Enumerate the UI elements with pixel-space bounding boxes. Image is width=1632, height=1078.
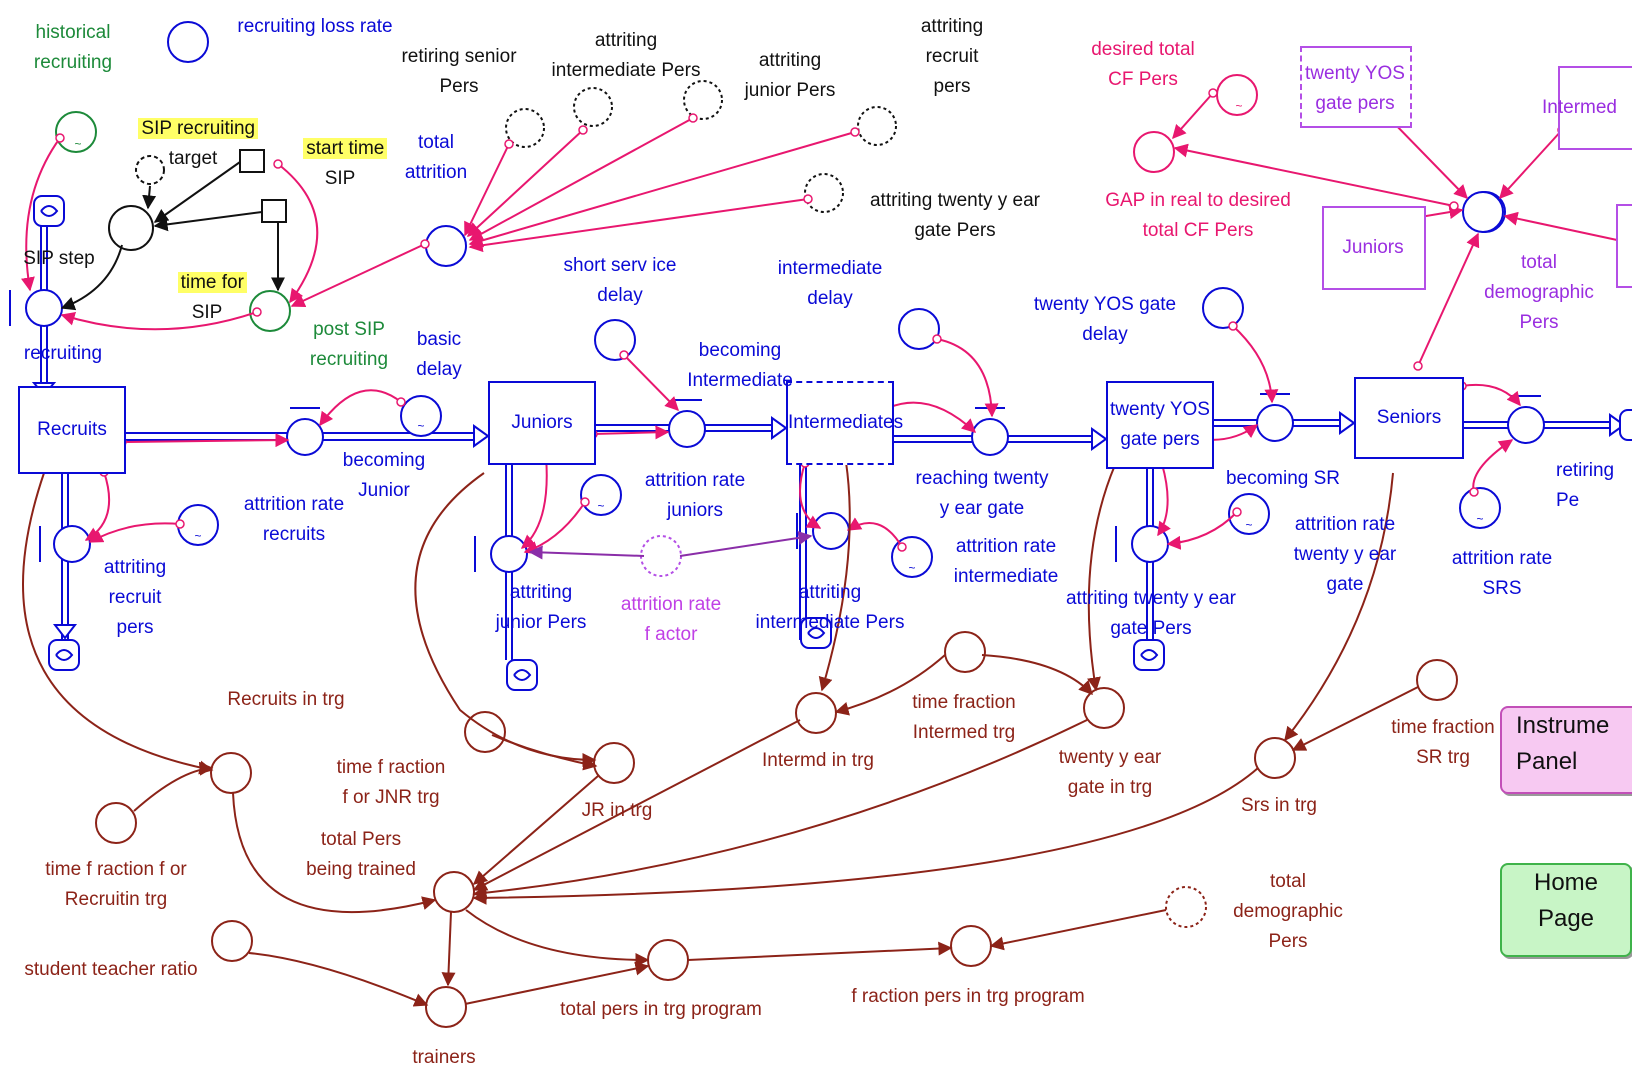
svg-text:~: ~ — [74, 137, 81, 151]
label-start-time-sip-line2: SIP — [324, 168, 356, 189]
label-attriting-intermediate-pers: attriting intermediate Pers — [755, 582, 905, 633]
training-auxiliaries — [95, 631, 1458, 1028]
label-retiring-pers: retiring Pe — [1556, 460, 1615, 511]
svg-text:~: ~ — [1235, 99, 1242, 113]
instrument-panel-button[interactable]: Instrume Panel — [1500, 706, 1632, 794]
pink-connectors — [21, 92, 1618, 555]
label-recruiting-loss-rate: recruiting loss rate — [237, 16, 393, 37]
svg-text:~: ~ — [908, 561, 915, 575]
label-shadow-juniors: Juniors — [1342, 237, 1404, 258]
source-sink-clouds — [33, 195, 1632, 691]
stock-recruits[interactable]: Recruits — [18, 386, 126, 474]
stock-twenty-yos-gate-pers-label: twenty YOS gate pers — [1110, 399, 1210, 450]
shadow-circles — [505, 80, 1207, 928]
label-time-fraction-intermed-trg: time fraction Intermed trg — [912, 692, 1016, 743]
label-sip-recruiting-target-line2: target — [168, 148, 218, 169]
brown-connectors — [22, 461, 1419, 1007]
label-total-demographic-pers-bottom: total demographic Pers — [1233, 871, 1343, 952]
label-total-pers-being-trained: total Pers being trained — [306, 829, 416, 880]
label-sip-recruiting-target: SIP recruiting target — [118, 84, 268, 174]
stock-intermediates[interactable]: Intermediates — [786, 381, 904, 465]
label-total-pers-in-trg-program: total pers in trg program — [560, 999, 762, 1020]
label-shadow-intermediates: Intermed — [1542, 97, 1617, 118]
label-attriting-twenty-year-gate-pers-top: attriting twenty y ear gate Pers — [869, 190, 1041, 241]
shadow-juniors[interactable] — [1322, 206, 1426, 290]
stock-juniors-label: Juniors — [511, 412, 573, 433]
label-short-service-delay: short serv ice delay — [563, 255, 677, 306]
label-attriting-recruit-pers: attriting recruit pers — [103, 557, 167, 638]
label-becoming-intermediate: becoming Intermediate — [687, 340, 793, 391]
label-becoming-sr: becoming SR — [1225, 468, 1341, 489]
svg-text:~: ~ — [1476, 512, 1483, 526]
stock-recruits-label: Recruits — [37, 419, 107, 440]
label-recruits-in-trg: Recruits in trg — [227, 689, 345, 710]
label-attrition-rate-recruits: attrition rate recruits — [243, 494, 345, 545]
label-twenty-year-gate-in-trg: twenty y ear gate in trg — [1058, 747, 1162, 798]
label-gap-in-real: GAP in real to desired total CF Pers — [1105, 190, 1291, 241]
label-jr-in-trg: JR in trg — [581, 800, 653, 821]
other-auxiliaries: ~ ~ — [55, 74, 1504, 332]
label-attriting-junior-pers-top: attriting junior Pers — [744, 50, 836, 101]
label-time-fraction-for-recruitin-trg: time f raction f or Recruitin trg — [45, 859, 187, 910]
label-attrition-rate-intermediate: attrition rate intermediate — [953, 536, 1059, 587]
label-time-fraction-sr-trg: time fraction SR trg — [1391, 717, 1495, 768]
stock-seniors[interactable]: Seniors — [1354, 377, 1464, 459]
label-attrition-rate-srs: attrition rate SRS — [1451, 548, 1553, 599]
shadow-twenty-yos-gate-pers[interactable] — [1300, 46, 1412, 128]
label-srs-in-trg: Srs in trg — [1240, 795, 1318, 816]
stock-twenty-yos-gate-pers[interactable]: twenty YOS gate pers — [1106, 381, 1214, 469]
label-attriting-twenty-year-gate-pers: attriting twenty y ear gate Pers — [1065, 588, 1237, 639]
label-attrition-rate-juniors: attrition rate juniors — [644, 470, 746, 521]
label-historical-recruiting: historical recruiting — [33, 22, 113, 73]
label-attriting-intermediate-pers-top: attriting intermediate Pers — [551, 30, 701, 81]
label-total-attrition: total attrition — [404, 132, 468, 183]
label-reaching-twenty-year-gate: reaching twenty y ear gate — [915, 468, 1049, 519]
stock-juniors[interactable]: Juniors — [488, 381, 596, 465]
label-twenty-yos-gate-delay: twenty YOS gate delay — [1033, 294, 1177, 345]
label-attrition-rate-factor: attrition rate f actor — [620, 594, 722, 645]
label-retiring-senior-pers: retiring senior Pers — [401, 46, 517, 97]
label-student-teacher-ratio: student teacher ratio — [24, 959, 198, 980]
label-start-time-sip-line1: start time — [303, 138, 388, 159]
label-time-for-sip-line2: SIP — [191, 302, 223, 323]
label-basic-delay: basic delay — [416, 329, 462, 380]
label-sip-step: SIP step — [23, 248, 95, 269]
label-time-for-sip-line1: time for — [177, 272, 247, 293]
shadow-right-edge — [1616, 204, 1632, 288]
label-attriting-recruit-pers-top: attriting recruit pers — [920, 16, 984, 97]
stock-seniors-label: Seniors — [1376, 407, 1442, 428]
label-becoming-junior: becoming Junior — [342, 450, 426, 501]
label-fraction-pers-in-trg-program: f raction pers in trg program — [851, 986, 1085, 1007]
label-time-fraction-for-jnr-trg: time f raction f or JNR trg — [336, 757, 446, 808]
label-post-sip-recruiting: post SIP recruiting — [309, 319, 389, 370]
label-attrition-rate-twenty-year-gate: attrition rate twenty y ear gate — [1293, 514, 1397, 595]
svg-text:~: ~ — [417, 419, 424, 433]
black-connectors — [60, 161, 285, 311]
shadow-intermediates[interactable] — [1558, 66, 1632, 150]
label-intermd-in-trg: Intermd in trg — [762, 750, 874, 771]
label-total-demographic-pers-top: total demographic Pers — [1484, 252, 1594, 333]
label-desired-total-cf-pers: desired total CF Pers — [1091, 39, 1195, 90]
purple-connectors — [528, 530, 813, 560]
label-recruiting: recruiting — [23, 343, 103, 364]
svg-text:~: ~ — [1245, 518, 1252, 532]
label-attriting-junior-pers: attriting junior Pers — [495, 582, 587, 633]
stock-intermediates-label: Intermediates — [788, 412, 904, 433]
svg-text:~: ~ — [194, 529, 201, 543]
label-shadow-twenty-yos-gate-pers: twenty YOS gate pers — [1305, 63, 1405, 114]
label-sip-recruiting-target-line1: SIP recruiting — [138, 118, 259, 139]
svg-text:~: ~ — [597, 499, 604, 513]
label-trainers: trainers — [412, 1047, 476, 1068]
label-intermediate-delay: intermediate delay — [777, 258, 883, 309]
home-page-button[interactable]: Home Page — [1500, 863, 1632, 957]
